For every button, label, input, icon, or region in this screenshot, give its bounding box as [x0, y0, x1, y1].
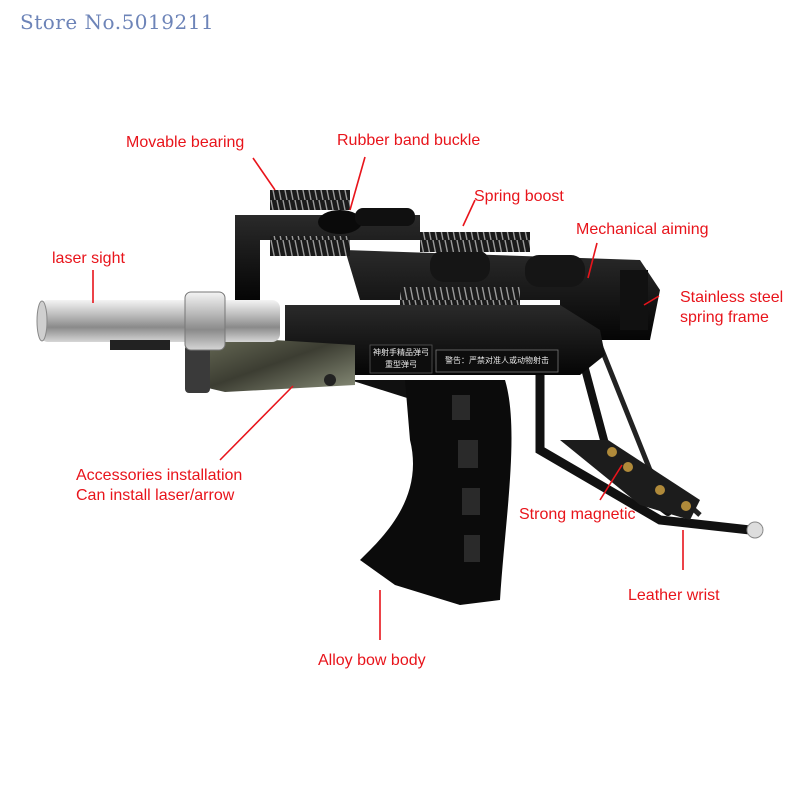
store-number: Store No.5019211 — [20, 10, 215, 34]
label-accessories: Accessories installation Can install las… — [76, 466, 242, 506]
label-laser-sight: laser sight — [52, 250, 125, 267]
label-alloy-bow-body: Alloy bow body — [318, 652, 426, 669]
label-accessories-line2: Can install laser/arrow — [76, 487, 235, 504]
label-spring-boost: Spring boost — [474, 188, 564, 205]
spring-boost — [270, 190, 530, 309]
label-rubber-band-buckle: Rubber band buckle — [337, 132, 481, 149]
label-mechanical-aiming: Mechanical aiming — [576, 221, 709, 238]
label-leather-wrist: Leather wrist — [628, 587, 720, 604]
pistol-grip — [360, 380, 512, 605]
warning-plate-text: 警告：严禁对准人或动物射击 — [445, 356, 549, 365]
label-strong-magnetic: Strong magnetic — [519, 506, 636, 523]
label-accessories-line1: Accessories installation — [76, 467, 243, 484]
leather-wrist-pad — [560, 440, 700, 520]
plate-line1: 神射手精品弹弓 — [373, 348, 429, 357]
plate-line2: 重型弹弓 — [385, 360, 417, 369]
rubber-band-buckle — [318, 208, 415, 234]
accessory-rail — [185, 335, 355, 393]
label-stainless-steel-line2: spring frame — [680, 309, 769, 326]
laser-sight — [36, 291, 280, 351]
body-plate-text: 神射手精品弹弓 重型弹弓 — [371, 347, 431, 371]
callout-leaders — [92, 156, 684, 640]
label-stainless-steel: Stainless steel spring frame — [680, 288, 783, 328]
label-movable-bearing: Movable bearing — [126, 134, 245, 151]
label-stainless-steel-line1: Stainless steel — [680, 289, 784, 306]
